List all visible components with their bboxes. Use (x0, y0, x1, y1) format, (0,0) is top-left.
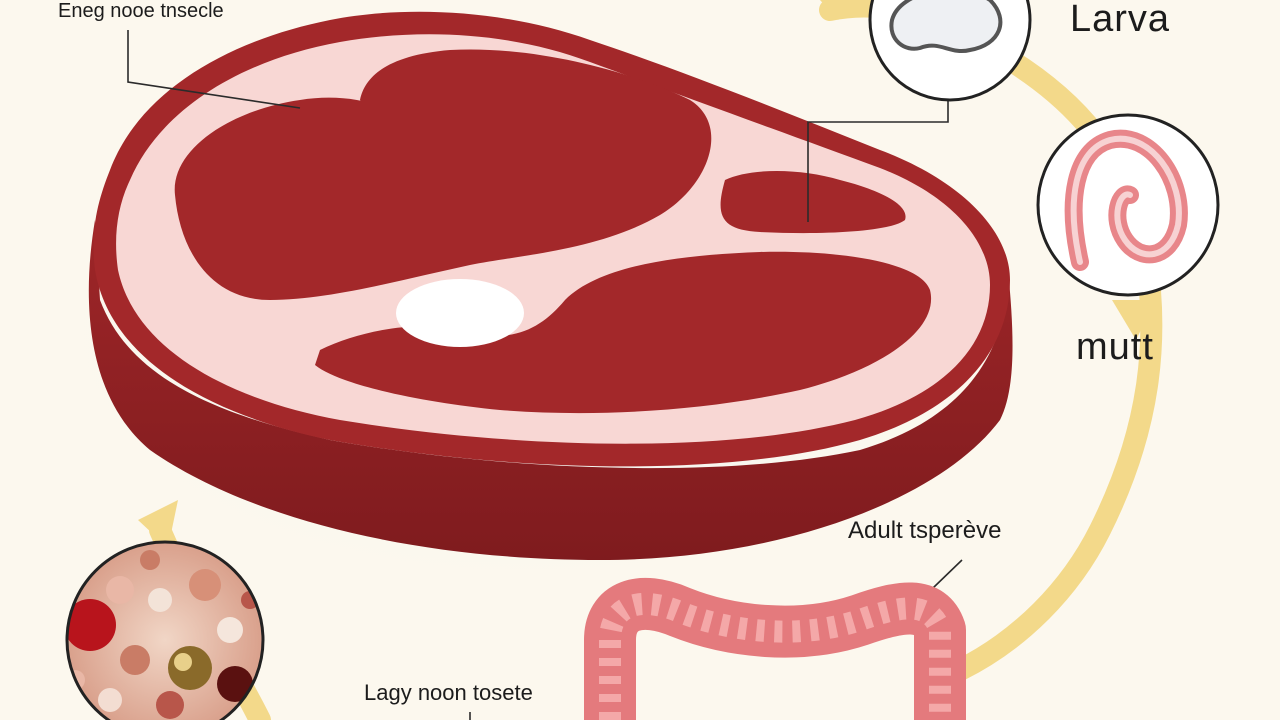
muscle-lobe-right (720, 171, 906, 234)
intestine-illustration (584, 578, 966, 720)
worm-illustration (1036, 113, 1220, 297)
larva-illustration (868, 0, 1032, 102)
muscle-lobe-left (174, 49, 712, 301)
label-mutt: mutt (1076, 326, 1154, 368)
muscle-lobe-bottom (315, 251, 932, 414)
label-bottom: Lagy noon tosete (364, 680, 533, 705)
label-adult: Adult tsperève (848, 517, 1002, 544)
bone-marrow (396, 279, 524, 347)
microscope-view (65, 540, 265, 720)
leader-top-left (127, 30, 301, 109)
label-larva: Larva (1070, 0, 1171, 40)
cycle-arrowhead-right (1112, 300, 1156, 340)
cycle-arrowhead-left (138, 500, 178, 548)
label-top-left: Eneg nooe tnsecle (58, 0, 224, 22)
cycle-arrowhead-top (820, 0, 858, 20)
meat-cross-section (88, 11, 1013, 560)
